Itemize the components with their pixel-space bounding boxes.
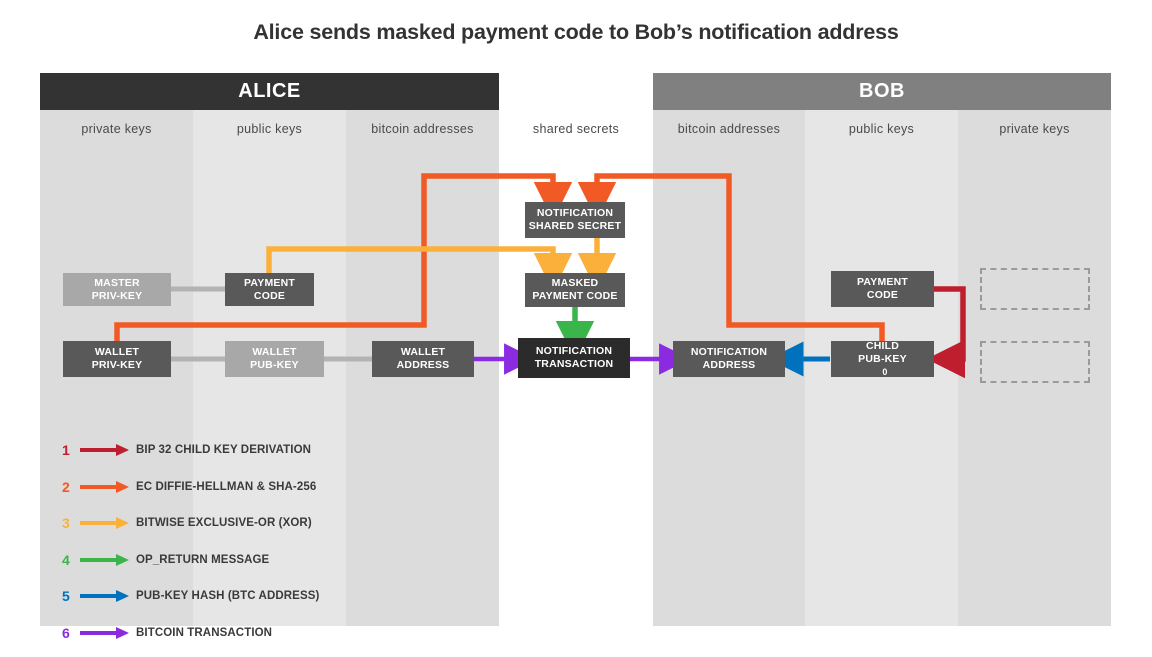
legend-arrow-3-icon <box>78 516 130 530</box>
legend-item-6-number: 6 <box>62 624 70 641</box>
column-caption-shared-secrets: shared secrets <box>532 122 620 136</box>
node-notification-address[interactable]: NOTIFICATION ADDRESS <box>673 341 785 377</box>
node-notification-shared-secret[interactable]: NOTIFICATION SHARED SECRET <box>525 202 625 238</box>
wire-yellow-payment-code-to-masked <box>266 246 573 292</box>
legend-item-5: 5 PUB-KEY HASH (BTC ADDRESS) <box>62 584 319 608</box>
node-bob-payment-code[interactable]: PAYMENT CODE <box>831 271 934 307</box>
legend-arrow-6-icon <box>78 626 130 640</box>
node-wallet-priv-key-line2: PRIV-KEY <box>91 359 143 371</box>
node-child-pub-key-index: 0 <box>882 366 888 377</box>
node-child-pub-key-line1: CHILD <box>865 339 900 352</box>
node-wallet-priv-key-line1: WALLET <box>94 346 140 358</box>
node-wallet-address-line2: ADDRESS <box>396 359 450 371</box>
legend-item-5-label: PUB-KEY HASH (BTC ADDRESS) <box>136 590 320 602</box>
column-caption-alice-bitcoin-addresses: bitcoin addresses <box>371 122 474 136</box>
legend-item-4: 4 OP_RETURN MESSAGE <box>62 548 319 572</box>
legend-item-1-label: BIP 32 CHILD KEY DERIVATION <box>136 444 312 456</box>
node-master-priv-key-line1: MASTER <box>94 276 140 289</box>
wire-orange-bob-to-shared-secret <box>577 173 885 341</box>
page-title: Alice sends masked payment code to Bob’s… <box>253 20 899 44</box>
node-alice-payment-code-line2: CODE <box>253 289 286 302</box>
column-caption-bob-bitcoin-addresses: bitcoin addresses <box>677 122 781 136</box>
node-masked-payment-code-line1: MASKED <box>551 277 599 289</box>
node-masked-payment-code-line2: PAYMENT CODE <box>532 290 618 302</box>
node-wallet-pub-key-line1: WALLET <box>252 346 297 358</box>
node-alice-payment-code[interactable]: PAYMENT CODE <box>225 273 314 306</box>
column-caption-bob-public-keys: public keys <box>848 122 915 136</box>
node-wallet-priv-key[interactable]: WALLET PRIV-KEY <box>63 341 171 377</box>
node-wallet-address[interactable]: WALLET ADDRESS <box>372 341 474 377</box>
node-wallet-pub-key-line2: PUB-KEY <box>250 359 299 371</box>
party-header-bob-label: BOB <box>859 80 905 102</box>
legend-item-2: 2 EC DIFFIE-HELLMAN & SHA-256 <box>62 475 319 499</box>
node-bob-payment-code-line1: PAYMENT <box>857 276 908 288</box>
node-master-priv-key[interactable]: MASTER PRIV-KEY <box>63 273 171 306</box>
legend: 1 BIP 32 CHILD KEY DERIVATION 2 EC DIFFI… <box>62 438 319 657</box>
legend-item-3-number: 3 <box>62 515 70 531</box>
placeholder-bob-private-key-upper <box>980 268 1090 310</box>
legend-item-2-label: EC DIFFIE-HELLMAN & SHA-256 <box>136 480 317 493</box>
node-alice-payment-code-line1: PAYMENT <box>244 276 295 289</box>
node-bob-payment-code-line2: CODE <box>866 289 899 301</box>
wire-orange-alice-to-shared-secret <box>114 173 573 341</box>
node-wallet-pub-key[interactable]: WALLET PUB-KEY <box>225 341 324 377</box>
column-caption-alice-public-keys: public keys <box>236 122 303 136</box>
column-caption-bob-private-keys: private keys <box>999 122 1070 136</box>
node-notification-transaction[interactable]: NOTIFICATION TRANSACTION <box>518 338 630 378</box>
legend-item-3-label: BITWISE EXCLUSIVE-OR (XOR) <box>136 517 312 529</box>
node-notification-shared-secret-line1: NOTIFICATION <box>536 207 614 219</box>
legend-item-4-label: OP_RETURN MESSAGE <box>136 553 270 566</box>
node-wallet-address-line1: WALLET <box>400 346 446 358</box>
legend-item-6-label: BITCOIN TRANSACTION <box>136 626 273 639</box>
placeholder-bob-private-key-lower <box>980 341 1090 383</box>
node-master-priv-key-line2: PRIV-KEY <box>91 289 143 302</box>
legend-item-1: 1 BIP 32 CHILD KEY DERIVATION <box>62 438 319 462</box>
legend-item-1-number: 1 <box>62 442 70 458</box>
node-notification-address-line2: ADDRESS <box>702 359 756 371</box>
legend-item-2-number: 2 <box>62 478 70 495</box>
legend-arrow-5-icon <box>78 589 130 603</box>
node-notification-transaction-line1: NOTIFICATION <box>535 345 613 357</box>
node-notification-shared-secret-line2: SHARED SECRET <box>528 220 622 232</box>
legend-arrow-2-icon <box>78 480 130 494</box>
node-notification-transaction-line2: TRANSACTION <box>534 358 614 370</box>
legend-item-5-number: 5 <box>62 588 70 604</box>
node-masked-payment-code[interactable]: MASKED PAYMENT CODE <box>525 273 625 307</box>
party-header-bob: BOB <box>653 73 1111 110</box>
party-header-alice-label: ALICE <box>238 80 301 102</box>
legend-item-3: 3 BITWISE EXCLUSIVE-OR (XOR) <box>62 511 319 535</box>
legend-item-6: 6 BITCOIN TRANSACTION <box>62 621 319 645</box>
legend-arrow-4-icon <box>78 553 130 567</box>
column-caption-alice-private-keys: private keys <box>81 122 152 136</box>
node-notification-address-line1: NOTIFICATION <box>690 346 768 358</box>
legend-arrow-1-icon <box>78 443 130 457</box>
party-header-alice: ALICE <box>40 73 499 110</box>
wire-red-payment-code-to-child-pubkey <box>926 286 966 379</box>
band-bob-private-keys <box>958 110 1111 626</box>
legend-item-4-number: 4 <box>62 551 70 568</box>
